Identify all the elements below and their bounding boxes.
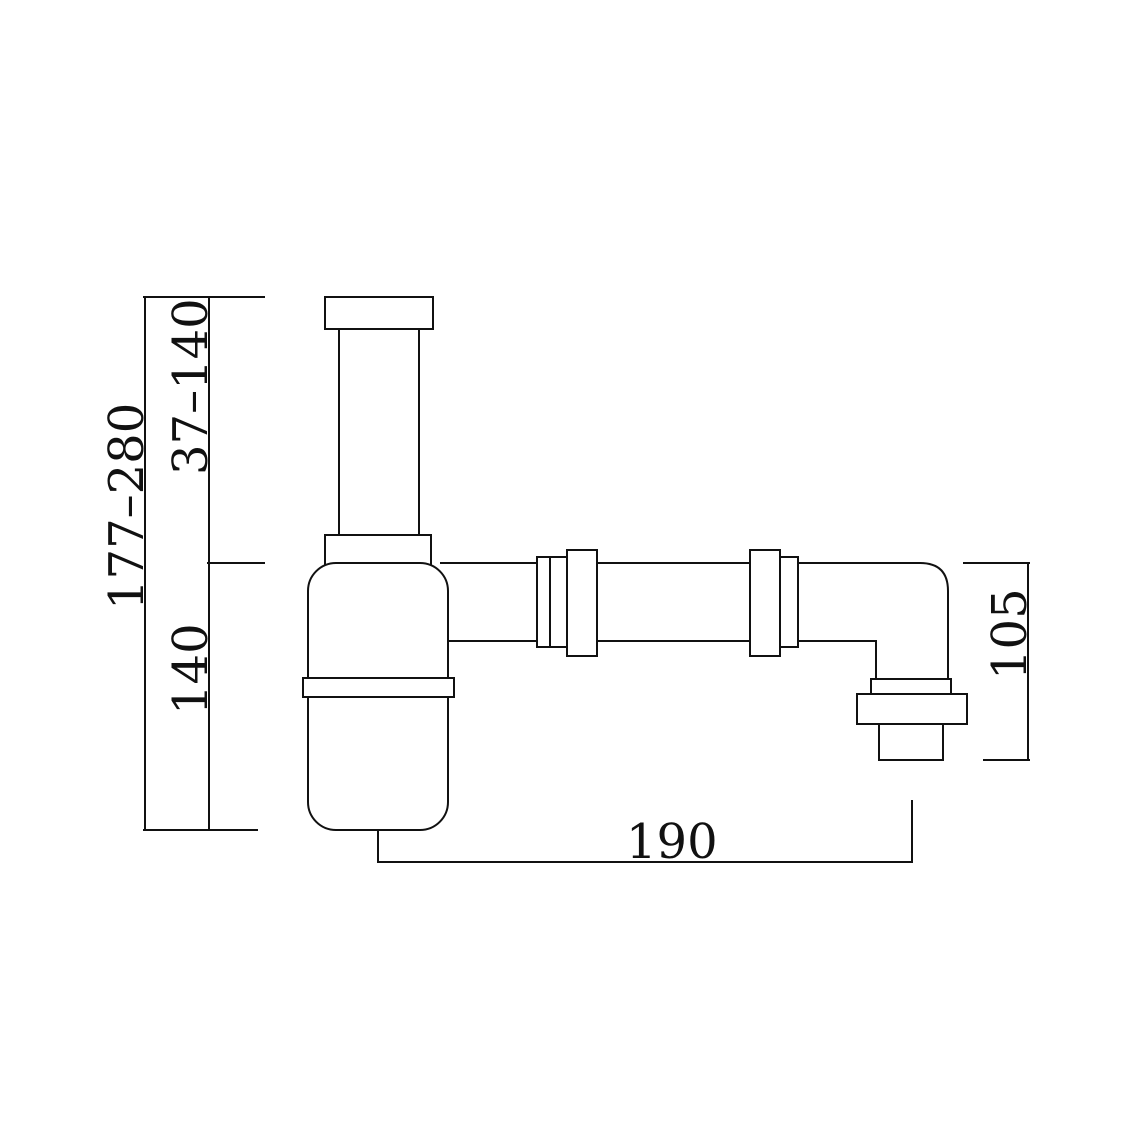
pipe-top-edge [440, 562, 949, 680]
dim-length-label: 190 [626, 814, 718, 870]
coupling-1-sleeve [536, 556, 552, 648]
dim-overall-label: 177–280 [99, 403, 155, 610]
outlet-collar [870, 678, 952, 695]
pipe-bottom-edge [447, 640, 877, 680]
coupling-2-nut [749, 549, 781, 657]
dim-tailpiece-label: 37–140 [163, 298, 219, 475]
tailpiece-flange [324, 296, 434, 330]
bottle-band [302, 677, 455, 698]
tailpiece-tube [338, 328, 420, 536]
coupling-1-inner [549, 556, 569, 648]
outlet-spigot [878, 723, 944, 761]
coupling-1-nut [566, 549, 598, 657]
dim-bottle-label: 140 [163, 623, 219, 715]
dim-190-extension [377, 800, 913, 863]
coupling-2-sleeve [779, 556, 799, 648]
dim-outlet-label: 105 [982, 588, 1038, 680]
outlet-nut [856, 693, 968, 725]
bottle-nut [324, 534, 432, 566]
